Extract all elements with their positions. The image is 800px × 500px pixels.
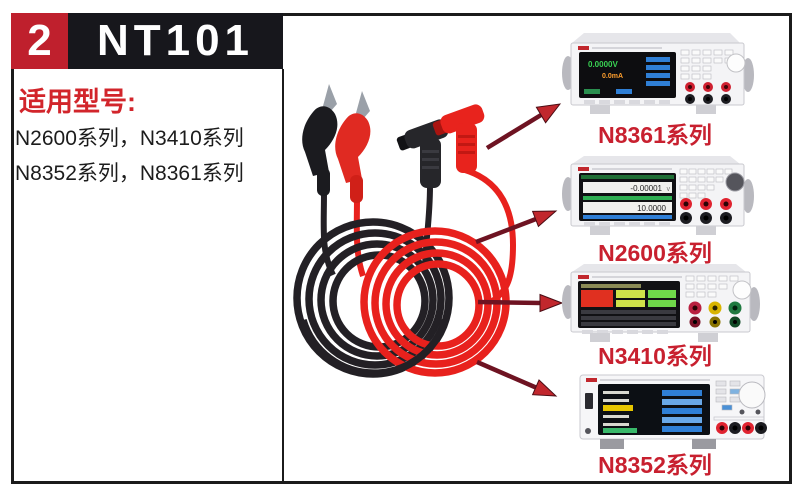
inst1-keypad	[680, 49, 734, 80]
inst3-right-handle	[748, 287, 760, 321]
inst4-screen-left-rows	[603, 391, 629, 426]
inst4-left-foot	[600, 439, 624, 449]
black-coil-front-arc	[299, 318, 449, 377]
inst3-model-strip	[592, 276, 682, 278]
red-clip-wire	[353, 195, 366, 277]
instrument-label-n2600: N2600系列	[598, 240, 712, 266]
inst2-right-foot	[696, 226, 716, 235]
step-number-badge: 2	[11, 13, 68, 69]
instrument-photo-n2600: -0.00001 V 10.0000	[558, 152, 758, 248]
inst3-screen-data-rows	[581, 310, 676, 326]
inst4-screen-yellow-highlight	[603, 405, 633, 411]
inst2-screen-row1	[583, 182, 672, 193]
inst4-small-button-right	[755, 409, 761, 415]
inst2-model-strip	[592, 168, 672, 170]
black-clip-body	[302, 106, 338, 176]
inst3-bottom-buttons	[582, 330, 668, 334]
inst2-screen-row2	[583, 202, 672, 213]
vertical-divider	[282, 69, 284, 484]
red-clip-body	[335, 113, 371, 183]
applicable-models-title: 适用型号:	[19, 87, 136, 117]
inst4-model-strip	[600, 379, 710, 381]
inst4-power-button	[585, 428, 591, 434]
inst3-screen-topbar	[581, 284, 641, 288]
inst1-right-foot	[696, 105, 716, 114]
instrument-photo-n8361: 0.0000V 0.0mA	[558, 25, 758, 121]
inst2-keypad	[679, 168, 733, 199]
inst3-knob	[732, 280, 752, 300]
inst2-screen-divider	[583, 196, 672, 200]
inst1-right-handle	[742, 58, 754, 92]
red-clip-jaw-icon	[356, 91, 370, 119]
inst3-brand-logo	[578, 275, 589, 279]
inst2-screen-topbar	[581, 175, 674, 179]
inst3-right-foot	[698, 333, 718, 342]
inst1-screen-voltage: 0.0000V	[588, 60, 618, 69]
inst1-terminals	[685, 82, 731, 104]
inst2-screen-voltage: -0.00001	[630, 184, 662, 193]
product-model-title: NT101	[68, 13, 283, 69]
inst2-screen-current: 10.0000	[637, 204, 666, 213]
inst1-bottom-buttons	[584, 100, 670, 104]
inst3-terminals	[688, 301, 742, 328]
inst2-top-lid	[572, 156, 740, 164]
inst3-screen-red-cell	[581, 290, 613, 307]
inst2-terminals	[680, 198, 732, 224]
red-clip-boot	[350, 175, 363, 203]
test-lead-illustration	[293, 84, 517, 378]
inst2-screen-voltage-unit: V	[667, 187, 671, 193]
inst4-right-foot	[692, 439, 716, 449]
instrument-photo-n8352	[572, 367, 772, 463]
inst4-usb-port	[585, 393, 593, 409]
inst2-brand-logo	[578, 167, 589, 171]
black-clip-boot	[317, 168, 330, 196]
inst1-screen-softkey-left	[584, 89, 600, 94]
inst1-brand-logo	[578, 46, 589, 50]
inst4-screen-blue-fields	[662, 390, 702, 432]
inst4-keypad	[715, 380, 741, 411]
inst3-screen-green-cell1	[648, 290, 676, 298]
inst2-bottom-buttons	[584, 222, 670, 226]
inst1-left-foot	[590, 105, 610, 114]
applicable-models-line1: N2600系列，N3410系列	[15, 127, 244, 150]
inst3-screen-yellow-cell1	[616, 290, 645, 298]
inst3-keypad	[685, 275, 739, 298]
inst3-top-lid	[572, 264, 746, 272]
test-lead-photo	[285, 80, 535, 465]
inst3-left-foot	[590, 333, 610, 342]
black-clip-jaw-icon	[323, 84, 337, 112]
inst1-screen-softkey-right	[616, 89, 632, 94]
applicable-models-line2: N8352系列，N8361系列	[15, 162, 244, 185]
inst4-knob	[738, 381, 766, 409]
inst4-small-button-left	[739, 409, 745, 415]
inst3-screen-yellow-cell2	[616, 300, 645, 307]
inst1-screen-menu-cells	[646, 57, 670, 86]
inst1-top-lid	[572, 33, 740, 43]
instrument-label-n3410: N3410系列	[598, 343, 712, 369]
inst2-left-foot	[590, 226, 610, 235]
inst1-model-strip	[592, 47, 662, 49]
inst4-terminals	[713, 416, 767, 434]
inst4-brand-logo	[586, 378, 597, 382]
inst2-knob	[725, 172, 745, 192]
inst3-screen-green-cell2	[648, 300, 676, 307]
inst4-screen-green-bar	[603, 428, 637, 433]
inst1-screen-current: 0.0mA	[602, 73, 623, 80]
instrument-label-n8361: N8361系列	[598, 122, 712, 148]
red-banana-plug	[432, 104, 485, 173]
inst1-screen	[579, 52, 676, 98]
black-alligator-clip	[302, 84, 338, 196]
instrument-photo-n3410	[558, 260, 760, 356]
inst1-knob	[726, 53, 746, 73]
red-alligator-clip	[335, 91, 371, 203]
inst2-screen-bottombar	[583, 215, 672, 219]
instrument-label-n8352: N8352系列	[598, 452, 712, 478]
inst2-right-handle	[742, 179, 754, 213]
